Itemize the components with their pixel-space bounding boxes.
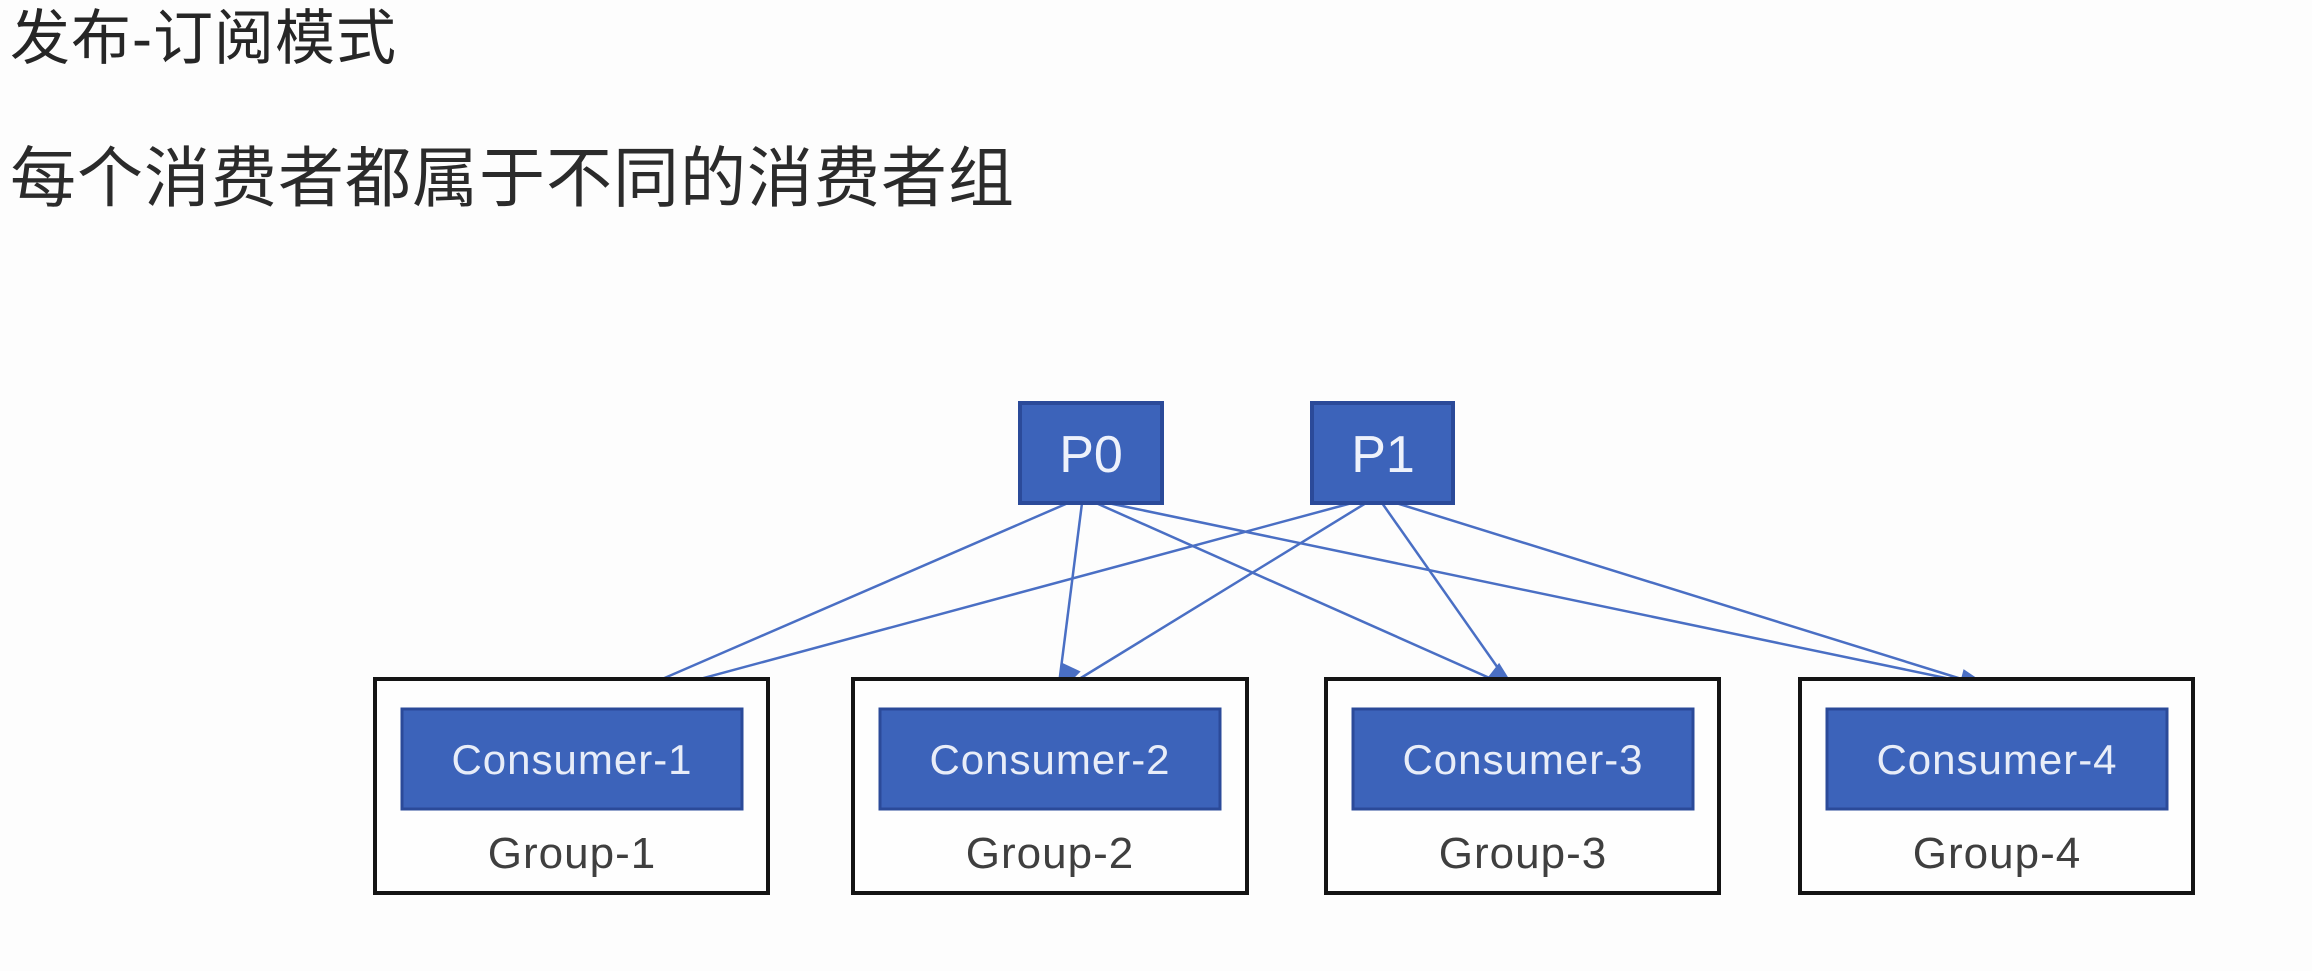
consumer-1-label: Consumer-1 (451, 736, 692, 783)
consumer-3-box (1351, 707, 1695, 811)
arrow-p0-consumer4 (1107, 501, 1985, 688)
page-title: 发布-订阅模式 (10, 5, 397, 72)
consumer-4-label: Consumer-4 (1876, 736, 2117, 783)
arrow-p1-consumer4 (1395, 501, 1985, 688)
consumer-group-4: Consumer-4 Group-4 (1798, 677, 2195, 895)
group-4-label: Group-4 (1913, 829, 2081, 878)
arrow-p0-consumer2 (1056, 502, 1084, 693)
arrow-p1-consumer3 (1380, 502, 1514, 689)
consumer-group-2: Consumer-2 Group-2 (851, 677, 1249, 895)
page-subtitle: 每个消费者都属于不同的消费者组 (10, 141, 1015, 215)
consumer-3-label: Consumer-3 (1402, 736, 1643, 783)
partition-p1: P1 (1310, 401, 1455, 505)
group-2-label: Group-2 (966, 829, 1134, 878)
arrow-p1-consumer2 (1057, 501, 1367, 694)
arrow-lines (599, 501, 1985, 708)
consumer-group-1: Consumer-1 Group-1 (373, 677, 770, 895)
arrow-p1-consumer1 (599, 501, 1353, 708)
group-1-label: Group-1 (488, 829, 656, 878)
consumer-2-box (878, 707, 1222, 811)
consumer-1-box (400, 707, 744, 811)
partition-p0-box (1018, 401, 1164, 505)
group-3-label: Group-3 (1439, 829, 1607, 878)
arrow-p0-consumer1 (599, 501, 1069, 708)
partition-p1-label: P1 (1351, 426, 1415, 484)
arrow-p0-consumer3 (1095, 501, 1513, 690)
partition-p1-box (1310, 401, 1455, 505)
consumer-group-3: Consumer-3 Group-3 (1324, 677, 1721, 895)
partition-p0-label: P0 (1059, 426, 1123, 484)
consumer-2-label: Consumer-2 (929, 736, 1170, 783)
consumer-4-box (1825, 707, 2169, 811)
arrow-heads (597, 662, 1990, 711)
partition-p0: P0 (1018, 401, 1164, 505)
